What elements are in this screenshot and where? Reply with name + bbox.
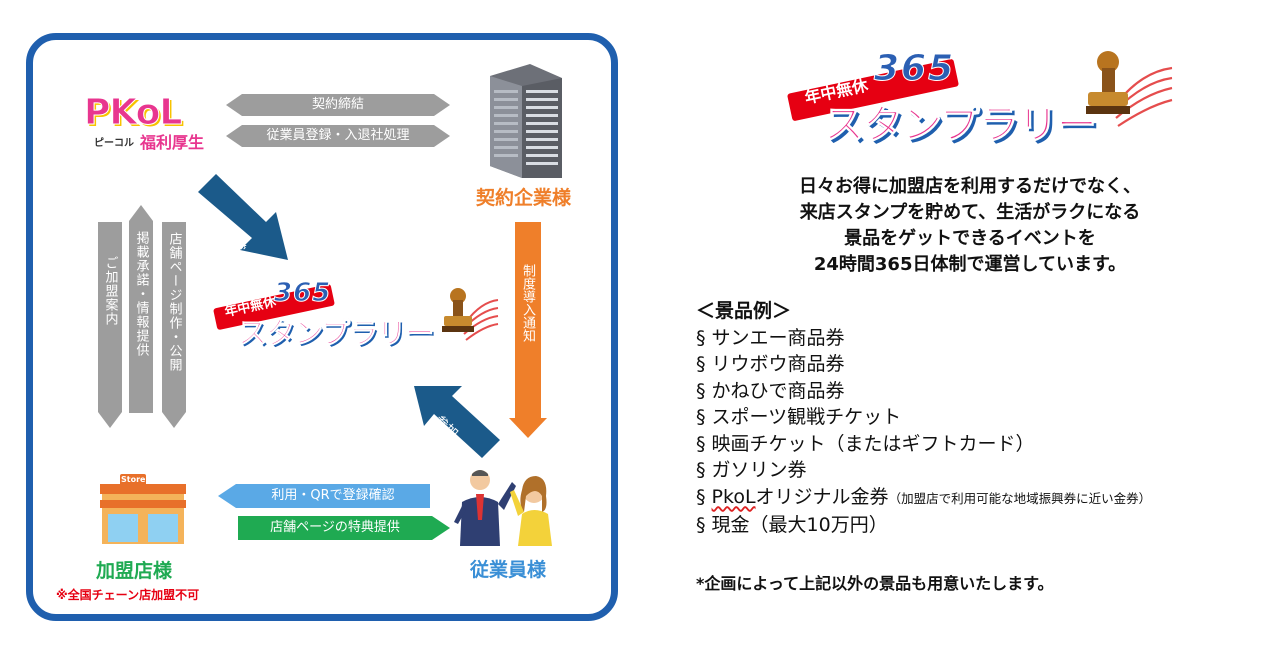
- arrow-head-down-2: [162, 412, 186, 428]
- prize-item: § PkoLオリジナル金券（加盟店で利用可能な地域振興券に近い金券）: [696, 484, 1151, 513]
- intro-line-2: 来店スタンプを貯めて、生活がラクになる: [799, 202, 1141, 223]
- section-icon: §: [696, 485, 706, 508]
- arrow-head-left-1: [226, 94, 242, 116]
- arrow-contract: 契約締結: [242, 94, 434, 116]
- footnote: *企画によって上記以外の景品も用意いたします。: [696, 574, 1054, 593]
- pkol-prize-note: （加盟店で利用可能な地域振興券に近い金券）: [888, 490, 1152, 506]
- arrow-store-benefit: 店舗ページの特典提供: [238, 516, 432, 540]
- arrow-head-left-blue: [218, 484, 236, 508]
- arrow-head-up-1: [129, 205, 153, 221]
- stamp-icon-right: [1086, 51, 1173, 127]
- arrow-employee-registration: 従業員登録・入退社処理: [242, 125, 434, 147]
- section-icon: §: [696, 406, 706, 428]
- arrow-membership-guide: ご加盟案内: [98, 222, 122, 412]
- prize-item: § サンエー商品券: [696, 326, 845, 349]
- prize-item: § リウボウ商品券: [696, 353, 845, 375]
- building-icon: [490, 64, 562, 178]
- prize-item: § かねひで商品券: [696, 379, 845, 402]
- right-logo-main: スタンプラリー: [824, 102, 1098, 149]
- prize-item: § ガソリン券: [696, 459, 807, 481]
- arrow-store-page: 店舗ページ制作・公開: [162, 222, 186, 412]
- arrow-system-notice-label: 制度導入通知: [520, 264, 535, 342]
- prize-list: ＜景品例＞ § サンエー商品券 § リウボウ商品券 § かねひで商品券 § スポ…: [696, 298, 1151, 539]
- stamp-rally-logo-center: 年中無休 365 スタンプラリー: [210, 278, 500, 370]
- section-icon: §: [696, 514, 706, 536]
- prizes-heading: ＜景品例＞: [696, 300, 792, 322]
- section-icon: §: [696, 326, 706, 349]
- arrow-head-right-2: [434, 125, 450, 147]
- prize-item: § 映画チケット（またはギフトカード）: [696, 432, 1035, 455]
- pkol-logo-main: PKoL: [83, 92, 182, 134]
- member-store-label: 加盟店様: [96, 560, 173, 582]
- stamp-rally-logo-right: 年中無休 365 スタンプラリー: [782, 40, 1182, 150]
- arrow-listing-approval: 掲載承諾・情報提供: [129, 221, 153, 413]
- arrow-head-down-1: [98, 412, 122, 428]
- pkol-prize-rest: オリジナル金券: [755, 485, 889, 508]
- pkol-prize-name: PkoL: [711, 485, 756, 508]
- store-sign: Store: [121, 475, 146, 484]
- arrow-system-notice: [515, 222, 541, 420]
- store-icon: [100, 474, 186, 544]
- stamp-icon: [442, 288, 499, 341]
- member-store-note: ※全国チェーン店加盟不可: [56, 588, 200, 602]
- employees-icon: [454, 470, 552, 546]
- arrow-head-right-1: [434, 94, 450, 116]
- arrow-join: [414, 386, 500, 458]
- prize-item: § スポーツ観戦チケット: [696, 406, 902, 428]
- employee-label: 従業員様: [470, 559, 547, 581]
- stamp-logo-num: 365: [273, 278, 332, 309]
- intro-line-4: 24時間365日体制で運営しています。: [813, 254, 1127, 275]
- section-icon: §: [696, 379, 706, 402]
- pkol-logo: PKoL ピーコル 福利厚生: [82, 92, 212, 154]
- arrow-head-right-green: [432, 516, 450, 540]
- arrow-plan-operation: [198, 174, 288, 260]
- arrow-system-notice-head: [509, 418, 547, 438]
- arrow-head-left-2: [226, 125, 242, 147]
- prize-item: § 現金（最大10万円）: [696, 514, 888, 536]
- intro-line-3: 景品をゲットできるイベントを: [844, 228, 1096, 249]
- stamp-logo-main: スタンプラリー: [237, 316, 434, 351]
- pkol-logo-kana: ピーコル: [94, 138, 134, 149]
- intro-text: 日々お得に加盟店を利用するだけでなく、 来店スタンプを貯めて、生活がラクになる …: [700, 174, 1240, 278]
- pkol-logo-sub: 福利厚生: [140, 133, 205, 152]
- section-icon: §: [696, 432, 706, 455]
- section-icon: §: [696, 459, 706, 481]
- arrow-usage-qr: 利用・QRで登録確認: [236, 484, 430, 508]
- intro-line-1: 日々お得に加盟店を利用するだけでなく、: [799, 176, 1141, 197]
- section-icon: §: [696, 353, 706, 375]
- right-logo-num: 365: [873, 48, 956, 90]
- contract-company-label: 契約企業様: [476, 187, 572, 209]
